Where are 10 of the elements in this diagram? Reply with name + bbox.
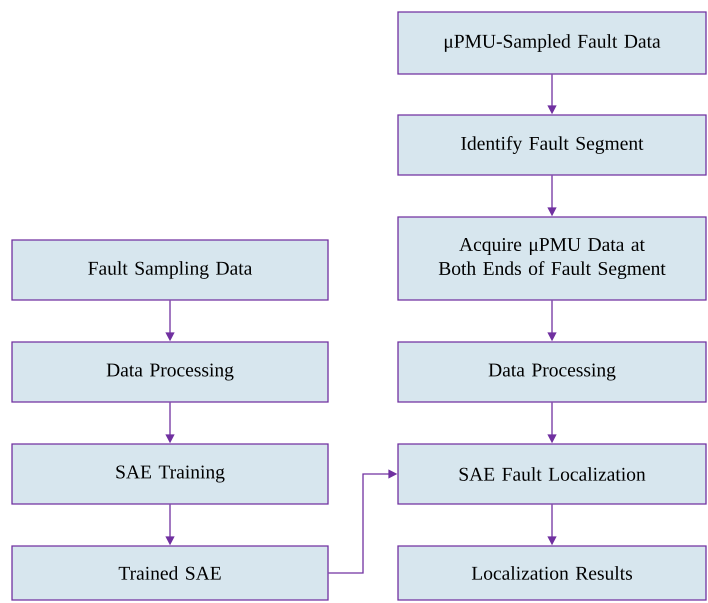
process-box: SAE Fault Localization — [397, 443, 707, 505]
process-box: Localization Results — [397, 545, 707, 601]
process-box: SAE Training — [11, 443, 329, 505]
process-box: Data Processing — [11, 341, 329, 403]
process-box: Identify Fault Segment — [397, 114, 707, 176]
process-box: Trained SAE — [11, 545, 329, 601]
process-box: μPMU-Sampled Fault Data — [397, 11, 707, 75]
process-box: Data Processing — [397, 341, 707, 403]
process-box: Acquire μPMU Data at Both Ends of Fault Segment — [397, 216, 707, 301]
process-box: Fault Sampling Data — [11, 239, 329, 301]
